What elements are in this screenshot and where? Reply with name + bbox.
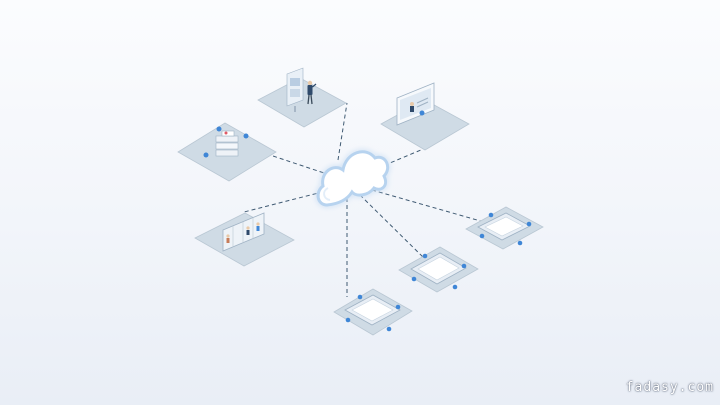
node-presenter <box>257 67 347 128</box>
node-video-wall <box>194 212 295 267</box>
cloud-icon <box>316 150 390 207</box>
server-stack-icon <box>203 126 249 158</box>
connection-line-presenter <box>337 102 348 161</box>
watermark-text: fadasy.com <box>625 380 714 395</box>
device-board-icon <box>410 252 467 290</box>
connection-line-device-right <box>371 189 499 227</box>
connection-line-device-mid <box>359 194 429 263</box>
presenter-display-icon <box>286 67 317 112</box>
node-device-right <box>465 206 544 250</box>
node-platform <box>257 77 347 128</box>
device-board-icon <box>477 212 532 246</box>
device-board-icon <box>344 294 401 332</box>
node-device-mid <box>398 246 479 293</box>
monitor-icon <box>396 82 435 126</box>
node-device-bottom <box>333 288 413 336</box>
node-monitor <box>380 82 470 151</box>
node-server <box>177 122 277 182</box>
connection-line-video-wall <box>243 189 331 213</box>
video-wall-icon <box>222 212 265 252</box>
